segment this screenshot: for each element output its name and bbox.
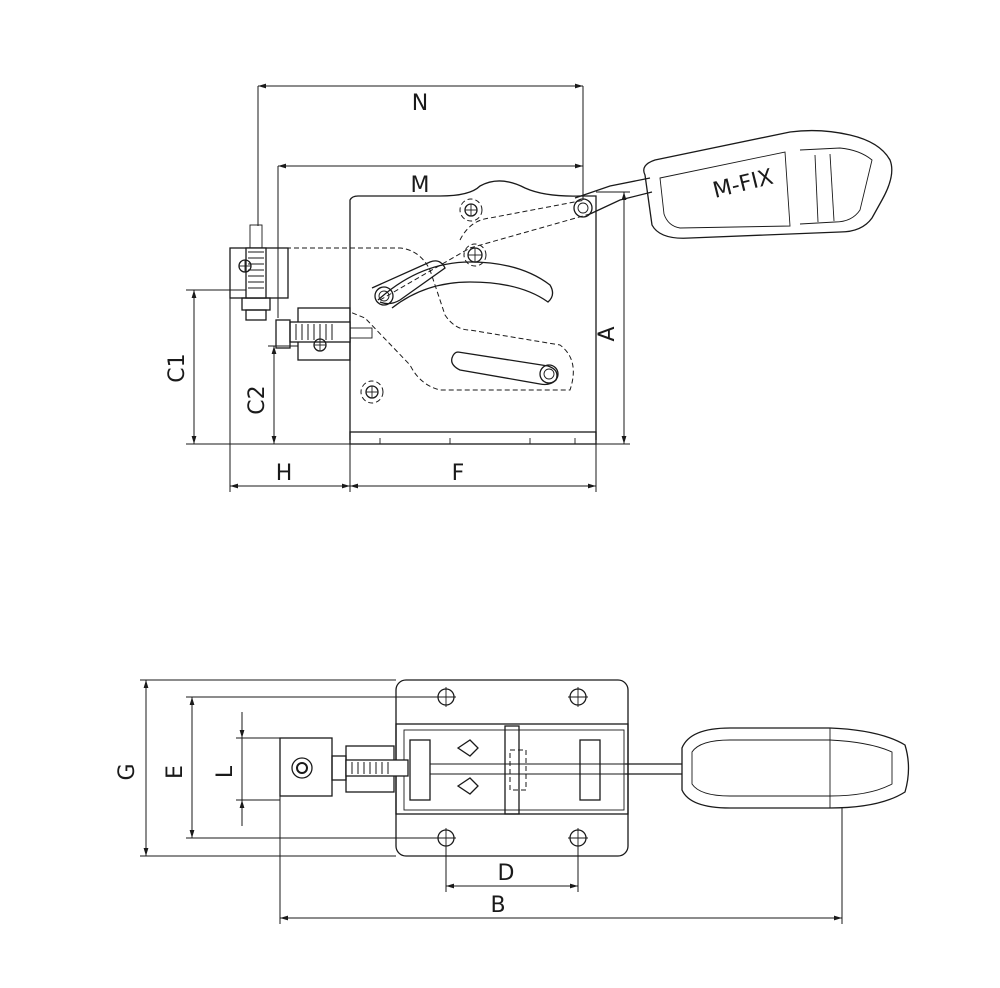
label-G: G bbox=[115, 763, 140, 780]
dimension-A: A bbox=[595, 191, 630, 445]
dimension-F: F bbox=[350, 444, 597, 492]
dimension-L: L bbox=[213, 712, 280, 826]
mounting-hole bbox=[459, 198, 483, 222]
dimension-D: D bbox=[445, 846, 579, 892]
label-L: L bbox=[213, 765, 238, 778]
dimension-N: N bbox=[257, 83, 584, 226]
label-M: M bbox=[411, 173, 430, 198]
label-C1: C1 bbox=[165, 353, 190, 382]
dimension-C1: C1 bbox=[165, 289, 350, 445]
clamp-handle-top bbox=[681, 727, 910, 809]
mounting-hole bbox=[360, 380, 384, 404]
dimension-B: B bbox=[279, 796, 843, 924]
dimension-M: M bbox=[277, 163, 583, 318]
spindle-block bbox=[229, 224, 373, 361]
mounting-hole bbox=[568, 828, 588, 848]
label-N: N bbox=[412, 91, 428, 116]
label-C2: C2 bbox=[245, 385, 270, 414]
dimension-G: G bbox=[115, 679, 396, 857]
label-E: E bbox=[163, 765, 188, 779]
clamp-handle: M-FIX bbox=[643, 129, 893, 239]
label-D: D bbox=[498, 861, 515, 886]
mounting-hole bbox=[568, 687, 588, 707]
label-B: B bbox=[490, 893, 505, 918]
handle-logo: M-FIX bbox=[710, 165, 775, 204]
dimension-E: E bbox=[163, 696, 446, 839]
dimension-H: H bbox=[229, 298, 351, 492]
label-F: F bbox=[452, 461, 465, 486]
side-view: M-FIX bbox=[165, 83, 893, 492]
dimension-C2: C2 bbox=[245, 345, 298, 444]
label-H: H bbox=[276, 461, 293, 486]
label-A: A bbox=[595, 326, 620, 341]
top-view: G E L D B bbox=[115, 679, 910, 924]
